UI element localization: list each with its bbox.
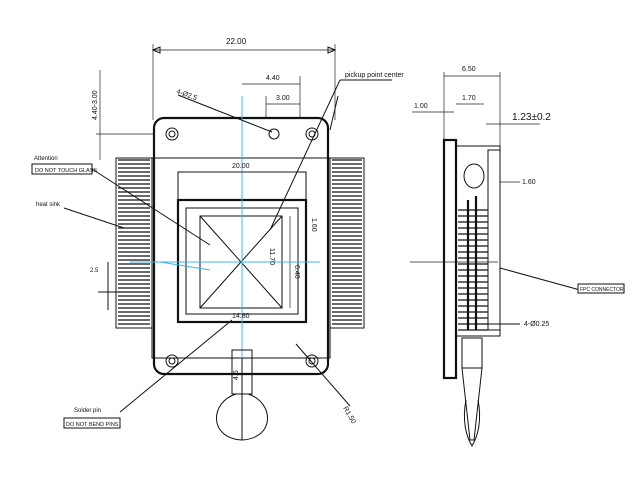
left-heatsink-fins (118, 159, 150, 325)
side-pins (458, 209, 488, 331)
side-heatsink-plate (442, 138, 458, 380)
right-inner-dim-label: 1.60 (310, 218, 317, 232)
side-callout-leader (499, 267, 581, 291)
left-tag-2-leader (63, 207, 125, 229)
side-top-total-label: 6.50 (462, 66, 476, 73)
housing-outline (152, 116, 330, 376)
left-tag-2-label: heat sink (36, 202, 61, 208)
side-connector (461, 337, 483, 369)
radius-leader (295, 343, 351, 407)
side-screw-head (463, 163, 485, 189)
tab-dim-label: 4.5 (233, 370, 240, 380)
left-vertical-dim-label: 4.40-3.00 (92, 90, 99, 120)
center-dim-label: 11.70 (268, 248, 275, 265)
window-dim-label: 6.40 (293, 265, 300, 279)
left-fin-block (115, 157, 153, 329)
centerline-offset (159, 261, 211, 271)
hole-dia-label: 4-Ø2.5 (175, 88, 198, 102)
front-view: 22.00 6.40 1.60 (31, 37, 404, 441)
bottom-dim-label: 14.80 (232, 313, 250, 320)
side-bottom-dim-label: 4-Ø0.25 (524, 321, 549, 328)
callout-r (329, 95, 339, 131)
dim-top-b-label: 3.00 (276, 95, 290, 102)
side-paddle (461, 367, 483, 441)
right-heatsink-fins (332, 159, 362, 325)
connector-paddle (216, 393, 268, 441)
overall-width-label: 22.00 (226, 37, 247, 46)
side-top-b-label: 1.70 (462, 95, 476, 102)
side-dim-r-label: 1.60 (522, 179, 536, 186)
width-arrows (151, 46, 337, 54)
pickup-label: pickup point center (345, 72, 404, 79)
left-tag-3-label: Solder pin (74, 408, 101, 414)
body-dim-label: 20.00 (232, 163, 250, 170)
left-tag-3-box (63, 417, 121, 429)
right-fin-block (329, 157, 365, 329)
side-tolerance-label: 1.23±0.2 (512, 112, 551, 123)
left-tag-1-leader (91, 168, 211, 246)
left-tag-1-box-text: DO NOT TOUCH GLASS (35, 168, 97, 174)
dim-top-a-label: 4.40 (266, 75, 280, 82)
corner-radius-label: R1.50 (341, 406, 356, 426)
side-package-outline (455, 145, 501, 337)
left-tag-1-label: Attention (34, 156, 58, 162)
side-paddle-tip (463, 399, 481, 447)
hole-leader (177, 94, 273, 133)
side-view: 6.50 1.00 1.70 1.23±0.2 1.60 FPC CONNECT… (410, 66, 625, 447)
side-top-a-label: 1.00 (414, 103, 428, 110)
side-callout-box-text: FPC CONNECTOR (580, 287, 624, 293)
left-tag-3-leader (119, 319, 233, 413)
left-tag-3-box-text: DO NOT BEND PINS (66, 422, 119, 428)
pickup-leader (269, 79, 341, 231)
pin-marker-label: 2.5 (90, 268, 99, 274)
side-pcb (487, 149, 501, 331)
side-callout-box (577, 283, 625, 294)
